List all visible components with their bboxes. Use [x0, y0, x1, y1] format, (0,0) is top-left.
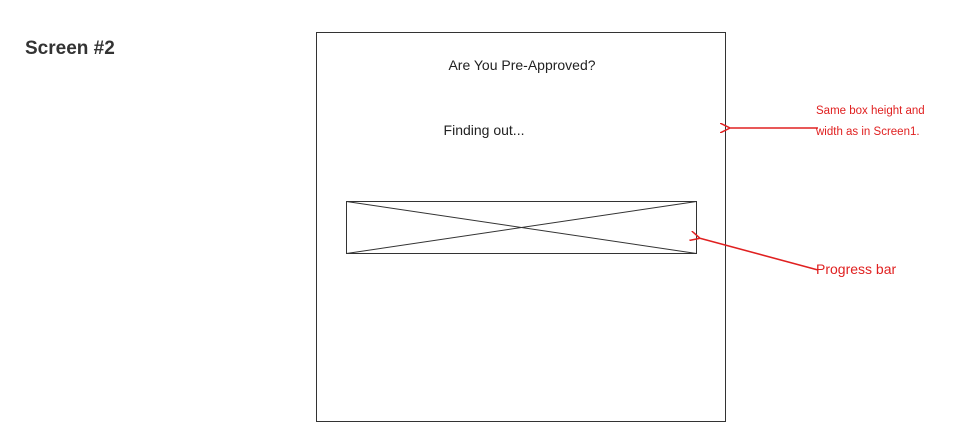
box-size-note: Same box height and width as in Screen1. — [816, 101, 925, 143]
box-size-note-line: Same box height and — [816, 105, 925, 117]
screen-label: Screen #2 — [25, 38, 115, 59]
status-text: Finding out... — [443, 122, 525, 138]
progress-bar-placeholder — [346, 201, 697, 254]
progress-bar-note: Progress bar — [816, 261, 897, 277]
screen-frame: Are You Pre-Approved? Finding out... — [316, 32, 726, 422]
placeholder-cross-line — [346, 201, 697, 254]
box-size-note-line: width as in Screen1. — [816, 126, 920, 138]
frame-title: Are You Pre-Approved? — [448, 57, 596, 73]
